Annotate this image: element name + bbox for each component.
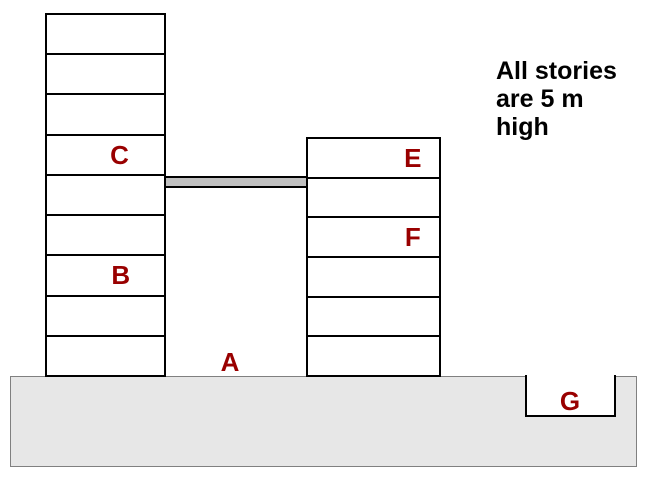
story-row: E bbox=[308, 139, 439, 179]
story-row: F bbox=[308, 218, 439, 259]
story-row bbox=[47, 216, 164, 257]
story-row bbox=[47, 95, 164, 136]
story-row bbox=[308, 258, 439, 298]
pit-label-g: G bbox=[559, 386, 581, 416]
story-label-c: C bbox=[110, 139, 129, 170]
story-row bbox=[47, 337, 164, 375]
story-label-e: E bbox=[404, 142, 422, 173]
story-row bbox=[308, 179, 439, 219]
story-row: C bbox=[47, 136, 164, 176]
story-row bbox=[308, 337, 439, 375]
story-label-f: F bbox=[404, 222, 421, 253]
story-row bbox=[47, 297, 164, 337]
story-row bbox=[47, 15, 164, 56]
note-text: All stories are 5 m high bbox=[496, 57, 617, 141]
story-row bbox=[308, 298, 439, 338]
story-row bbox=[47, 176, 164, 217]
story-row bbox=[47, 55, 164, 96]
story-label-b: B bbox=[111, 260, 131, 291]
ground-label-a: A bbox=[220, 347, 240, 377]
story-row: B bbox=[47, 256, 164, 297]
pit bbox=[525, 375, 616, 417]
bridge bbox=[166, 176, 306, 188]
